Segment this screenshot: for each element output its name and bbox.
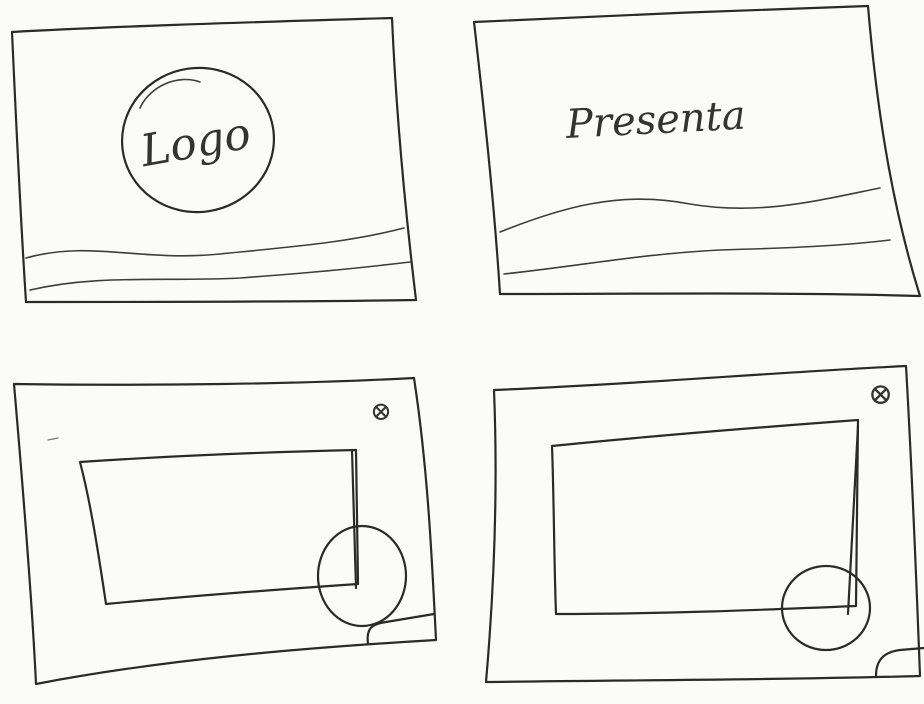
- panel-2-wave-upper: [500, 188, 880, 232]
- panel-3-corner-tab: [368, 614, 434, 644]
- panel-2-wave-lower: [504, 240, 890, 274]
- panel-presentation-screen: Presenta: [474, 6, 920, 296]
- logo-circle-overstroke: [140, 80, 200, 108]
- presentation-label: Presenta: [564, 93, 747, 148]
- close-icon-right[interactable]: ⊗: [868, 377, 893, 412]
- panel-3-tick: [48, 438, 58, 440]
- panel-4-corner-tab: [876, 648, 924, 676]
- play-knob-left: [318, 526, 406, 626]
- video-area-left: [80, 450, 358, 604]
- panel-2-frame: [474, 6, 920, 296]
- logo-label: Logo: [136, 108, 255, 178]
- panel-1-wave-upper: [26, 228, 404, 258]
- video-area-right: [552, 420, 858, 614]
- panel-1-wave-lower: [30, 262, 410, 290]
- panel-logo-screen: Logo: [12, 18, 416, 302]
- panel-video-screen-right: ⊗: [486, 366, 924, 682]
- panel-video-screen-left: ⊗: [14, 378, 436, 684]
- panel-4-frame: [486, 366, 920, 682]
- close-icon[interactable]: ⊗: [370, 397, 392, 427]
